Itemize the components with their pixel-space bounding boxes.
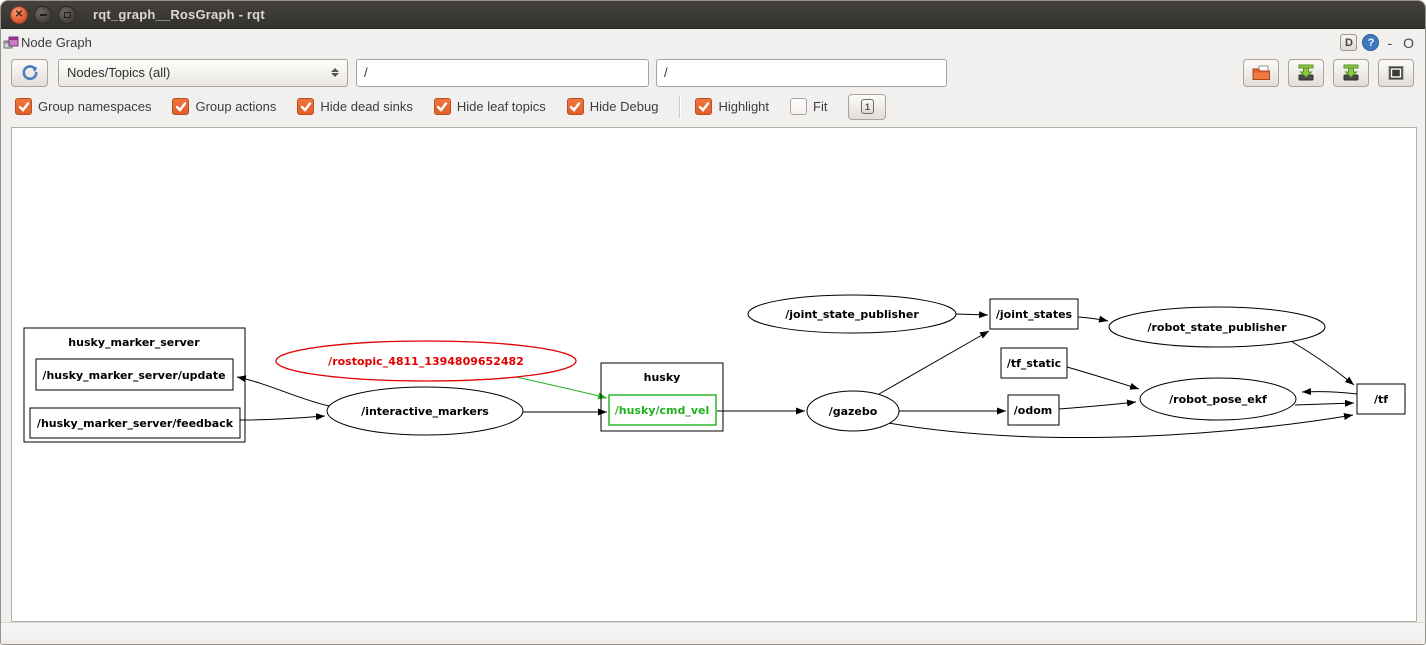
edge-robot-state-publisher-to-tf [1288, 339, 1355, 386]
edge-joint-state-publisher-to-joint-states [955, 311, 989, 319]
edge-interactive-markers-to-update [236, 375, 330, 407]
graph-canvas-wrap: husky_marker_server /husky_marker_server… [11, 127, 1417, 622]
ros-graph: husky_marker_server /husky_marker_server… [23, 294, 1406, 443]
node-husky-cmd-vel[interactable]: /husky/cmd_vel [608, 394, 717, 426]
plugin-title: Node Graph [21, 35, 92, 50]
save-icon [1298, 64, 1314, 81]
edge-gazebo-to-joint-states [878, 330, 990, 395]
node-interactive-markers[interactable]: /interactive_markers [326, 386, 524, 436]
checkbox-highlight[interactable]: Highlight [695, 98, 769, 115]
window-title: rqt_graph__RosGraph - rqt [93, 7, 265, 22]
plugin-titlebar: Node Graph D ? - O [1, 29, 1425, 56]
checked-icon [172, 98, 190, 115]
svg-text:/husky_marker_server/feedback: /husky_marker_server/feedback [37, 417, 234, 430]
unchecked-icon [790, 98, 808, 115]
svg-text:/interactive_markers: /interactive_markers [361, 405, 489, 418]
svg-text:/tf: /tf [1374, 393, 1388, 406]
toolbar-separator [679, 95, 682, 118]
svg-text:/tf_static: /tf_static [1007, 357, 1061, 370]
svg-text:husky: husky [644, 371, 681, 384]
window-titlebar: ✕ rqt_graph__RosGraph - rqt [1, 1, 1425, 29]
svg-text:/joint_states: /joint_states [996, 308, 1073, 321]
node-odom[interactable]: /odom [1007, 394, 1060, 426]
status-bar [1, 622, 1425, 644]
checked-icon [297, 98, 315, 115]
edge-tf-static-to-robot-pose-ekf [1066, 366, 1140, 390]
load-dot-button[interactable] [1243, 58, 1279, 87]
svg-text:/husky/cmd_vel: /husky/cmd_vel [615, 404, 710, 417]
svg-text:/joint_state_publisher: /joint_state_publisher [785, 308, 919, 321]
svg-text:/gazebo: /gazebo [829, 405, 878, 418]
screenshot-icon [1388, 65, 1404, 80]
node-gazebo[interactable]: /gazebo [806, 390, 900, 432]
window-close-button[interactable]: ✕ [10, 5, 28, 24]
edge-feedback-to-interactive-markers [239, 413, 326, 421]
node-robot-pose-ekf[interactable]: /robot_pose_ekf [1139, 377, 1297, 421]
refresh-button[interactable] [11, 58, 48, 87]
checkbox-group-namespaces[interactable]: Group namespaces [15, 98, 151, 115]
node-robot-state-publisher[interactable]: /robot_state_publisher [1108, 306, 1326, 348]
dock-minimize-button[interactable]: - [1387, 34, 1393, 51]
save-image-icon [1343, 64, 1359, 81]
node-tf-static[interactable]: /tf_static [1000, 347, 1068, 379]
options-bar: Group namespaces Group actions Hide dead… [1, 89, 1425, 124]
svg-text:/robot_pose_ekf: /robot_pose_ekf [1169, 393, 1267, 406]
save-image-button[interactable] [1333, 58, 1369, 87]
checkbox-fit[interactable]: Fit [790, 98, 827, 115]
edge-rostopic-to-cmd-vel [515, 376, 608, 400]
edge-joint-states-to-robot-state-publisher [1077, 315, 1109, 323]
node-graph-icon [3, 36, 19, 48]
checkbox-hide-debug[interactable]: Hide Debug [566, 98, 658, 115]
dock-detach-button[interactable]: D [1340, 34, 1358, 51]
checked-icon [695, 98, 713, 115]
help-button[interactable]: ? [1362, 34, 1380, 51]
svg-text:/robot_state_publisher: /robot_state_publisher [1147, 321, 1287, 334]
checked-icon [15, 98, 32, 115]
graph-type-value: Nodes/Topics (all) [67, 65, 171, 80]
zoom-one-icon: 1 [860, 99, 874, 114]
checkbox-hide-dead-sinks[interactable]: Hide dead sinks [297, 98, 413, 115]
checked-icon [566, 98, 584, 115]
edge-tf-to-robot-pose-ekf [1301, 388, 1358, 396]
node-tf[interactable]: /tf [1356, 383, 1406, 415]
graph-canvas[interactable]: husky_marker_server /husky_marker_server… [11, 127, 1417, 622]
node-joint-state-publisher[interactable]: /joint_state_publisher [747, 294, 957, 334]
window-controls: ✕ [10, 5, 76, 24]
node-husky-marker-server-update[interactable]: /husky_marker_server/update [35, 358, 234, 391]
maximize-icon [63, 11, 71, 18]
window-minimize-button[interactable] [34, 5, 52, 24]
node-rostopic[interactable]: /rostopic_4811_1394809652482 [275, 340, 577, 382]
refresh-icon [22, 64, 37, 80]
edge-odom-to-robot-pose-ekf [1058, 399, 1137, 410]
checked-icon [433, 98, 451, 115]
screenshot-button[interactable] [1378, 58, 1414, 87]
svg-text:husky_marker_server: husky_marker_server [68, 336, 200, 349]
svg-text:/odom: /odom [1014, 404, 1052, 417]
toolbar: Nodes/Topics (all) [1, 56, 1425, 89]
graph-type-dropdown[interactable]: Nodes/Topics (all) [58, 58, 348, 87]
node-group-husky-marker-server[interactable]: husky_marker_server [23, 327, 246, 443]
fit-in-view-button[interactable]: 1 [848, 93, 887, 120]
save-dot-button[interactable] [1288, 58, 1324, 87]
open-folder-icon [1252, 65, 1270, 80]
checkbox-group-actions[interactable]: Group actions [172, 98, 276, 115]
node-filter-input[interactable] [356, 58, 649, 87]
edge-robot-pose-ekf-to-tf [1294, 399, 1355, 407]
minimize-icon [39, 13, 47, 16]
dock-controls: D ? - O [1340, 34, 1417, 51]
node-group-husky[interactable]: husky [600, 362, 724, 432]
edge-gazebo-to-tf [887, 413, 1354, 439]
file-actions [1243, 58, 1414, 87]
node-husky-marker-server-feedback[interactable]: /husky_marker_server/feedback [29, 407, 241, 439]
svg-text:/rostopic_4811_1394809652482: /rostopic_4811_1394809652482 [328, 355, 524, 368]
dock-close-button[interactable]: O [1403, 34, 1414, 51]
svg-text:/husky_marker_server/update: /husky_marker_server/update [42, 369, 225, 382]
dropdown-spinner-icon [331, 68, 339, 77]
window-maximize-button[interactable] [58, 5, 76, 24]
topic-filter-input[interactable] [656, 58, 947, 87]
node-joint-states[interactable]: /joint_states [989, 298, 1079, 330]
checkbox-hide-leaf-topics[interactable]: Hide leaf topics [433, 98, 546, 115]
